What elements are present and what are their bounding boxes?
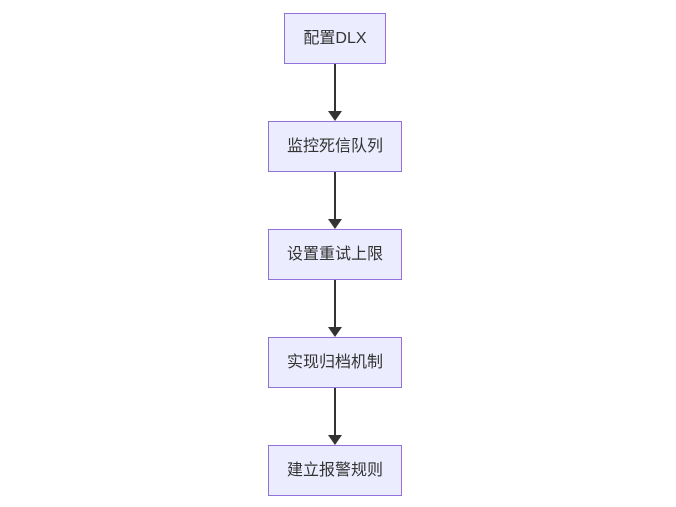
- arrow-down-icon: [327, 219, 342, 229]
- flow-node-4-label: 实现归档机制: [286, 353, 384, 371]
- flow-node-4: 实现归档机制: [267, 337, 403, 388]
- flow-node-3-label: 设置重试上限: [286, 245, 384, 263]
- flow-edge-4-5: [327, 388, 343, 445]
- arrow-line: [333, 172, 336, 220]
- flow-node-5-label: 建立报警规则: [286, 461, 384, 479]
- flow-edge-1-2: [327, 64, 343, 121]
- arrow-down-icon: [327, 111, 342, 121]
- arrow-down-icon: [327, 435, 342, 445]
- flow-edge-2-3: [327, 172, 343, 229]
- flow-node-2: 监控死信队列: [267, 121, 403, 172]
- flow-node-2-label: 监控死信队列: [286, 137, 384, 155]
- flow-node-1-label: 配置DLX: [303, 29, 367, 47]
- flowchart-column: 配置DLX 监控死信队列 设置重试上限 实现归档机制 建立报警规: [267, 0, 403, 496]
- flow-node-1: 配置DLX: [284, 13, 386, 64]
- arrow-line: [333, 64, 336, 112]
- flow-node-5: 建立报警规则: [267, 445, 403, 496]
- flow-edge-3-4: [327, 280, 343, 337]
- flow-node-3: 设置重试上限: [267, 229, 403, 280]
- arrow-line: [333, 388, 336, 436]
- arrow-down-icon: [327, 327, 342, 337]
- arrow-line: [333, 280, 336, 328]
